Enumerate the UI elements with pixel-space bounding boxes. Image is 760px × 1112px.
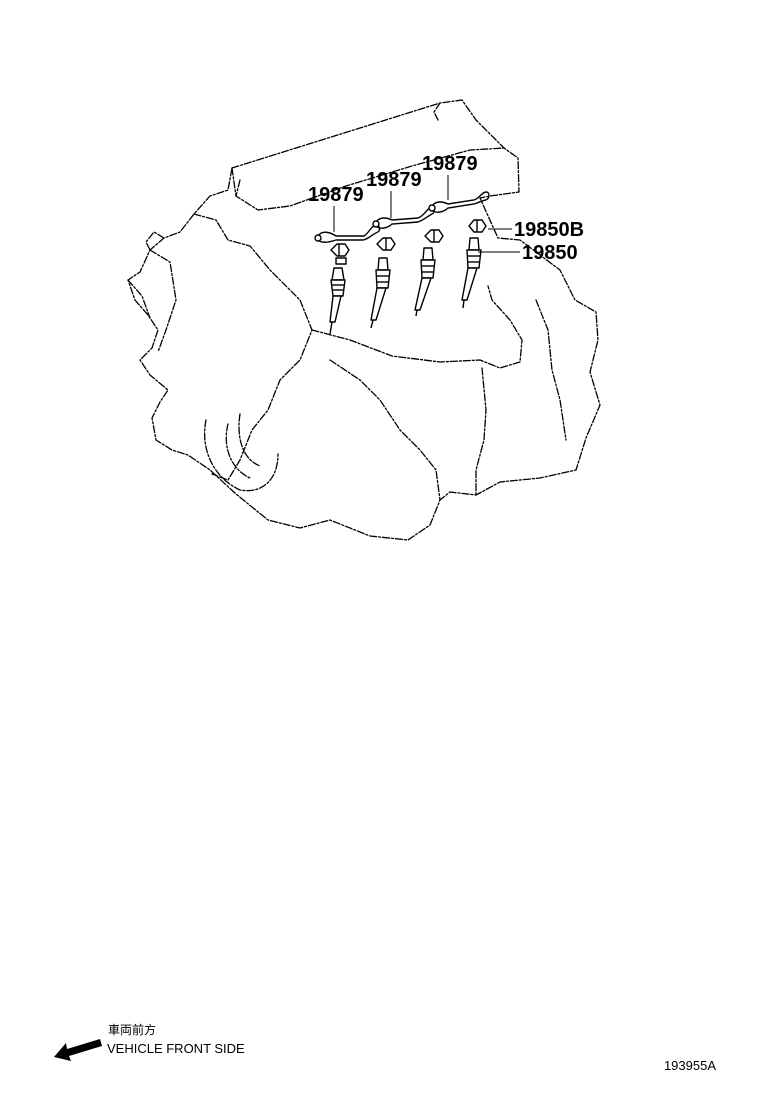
callout-glow-plug: 19850 bbox=[522, 242, 578, 264]
engine-outline bbox=[127, 99, 601, 541]
nut-1 bbox=[330, 243, 350, 265]
wire-strap-right bbox=[431, 191, 490, 207]
glow-plug-1 bbox=[329, 267, 346, 335]
legend-direction-jp: 車両前方 bbox=[108, 1023, 157, 1037]
vehicle-front-legend: 車両前方 VEHICLE FRONT SIDE bbox=[52, 1021, 312, 1061]
glow-plug-nuts bbox=[330, 219, 487, 265]
nut-4 bbox=[468, 219, 487, 233]
leader-lines bbox=[333, 175, 520, 253]
wire-strap-middle bbox=[375, 206, 435, 223]
legend-direction-en: VEHICLE FRONT SIDE bbox=[107, 1041, 245, 1056]
diagram-reference-code: 193955A bbox=[663, 1058, 716, 1073]
nut-3 bbox=[424, 229, 444, 243]
callout-wire-left: 19879 bbox=[308, 184, 364, 206]
glow-plugs bbox=[329, 237, 482, 335]
nut-2 bbox=[376, 237, 396, 251]
callout-wire-right: 19879 bbox=[422, 153, 478, 175]
callout-nut: 19850B bbox=[514, 219, 584, 241]
glow-plug-3 bbox=[414, 247, 436, 317]
glow-plug-4 bbox=[461, 237, 482, 309]
left-down-arrow-icon bbox=[54, 1039, 102, 1061]
glow-plug-wires bbox=[314, 191, 490, 243]
wire-strap-left bbox=[317, 224, 381, 237]
glow-plug-2 bbox=[370, 257, 391, 329]
callout-wire-middle: 19879 bbox=[366, 169, 422, 191]
